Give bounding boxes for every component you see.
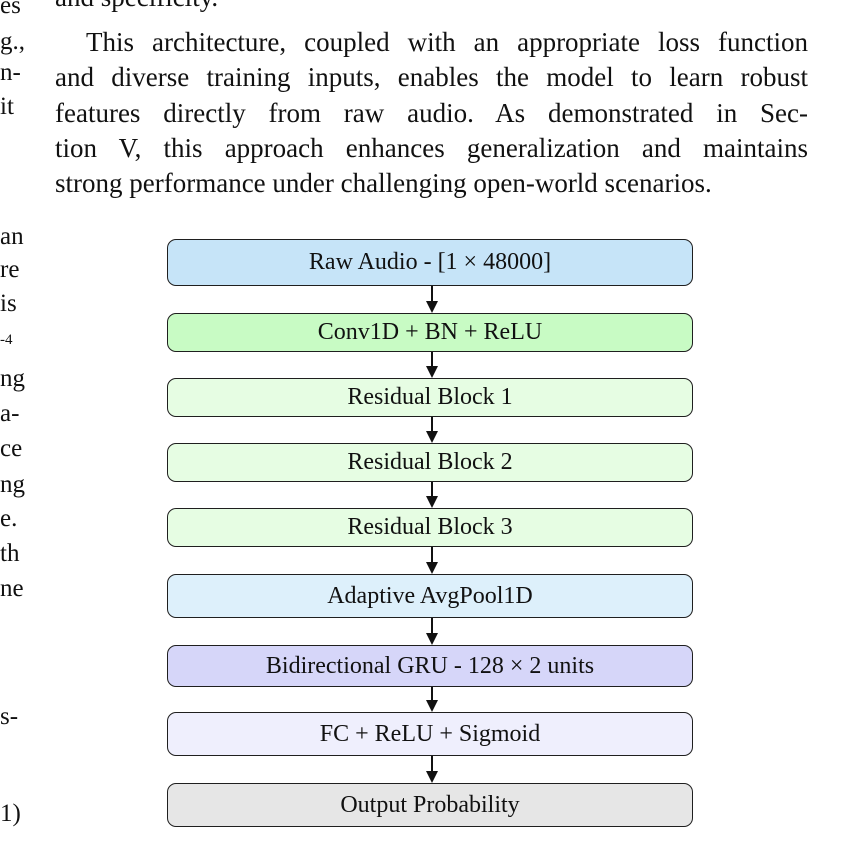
diagram-block-bigru: Bidirectional GRU - 128 × 2 units (167, 645, 693, 687)
diagram-block-raw-audio: Raw Audio - [1 × 48000] (167, 239, 693, 286)
diagram-block-avgpool: Adaptive AvgPool1D (167, 574, 693, 618)
left-column-fragment: es (0, 0, 21, 19)
diagram-block-residual-1: Residual Block 1 (167, 378, 693, 417)
left-column-fragment: g., (0, 28, 25, 55)
diagram-block-residual-2: Residual Block 2 (167, 443, 693, 482)
diagram-block-residual-3: Residual Block 3 (167, 508, 693, 547)
diagram-block-output: Output Probability (167, 783, 693, 827)
paragraph-line: This architecture, coupled with an appro… (86, 27, 808, 57)
left-column-fragment: ng (0, 471, 25, 498)
left-column-fragment: is (0, 290, 17, 317)
diagram-block-conv1d: Conv1D + BN + ReLU (167, 313, 693, 352)
left-column-fragment: n- (0, 59, 21, 86)
flow-arrow-icon (426, 547, 438, 574)
paragraph-line: features directly from raw audio. As dem… (55, 97, 808, 128)
paragraph-line: tion V, this approach enhances generaliz… (55, 132, 808, 163)
left-column-fragment: an (0, 223, 24, 250)
flow-arrow-icon (426, 482, 438, 508)
diagram-block-fc: FC + ReLU + Sigmoid (167, 712, 693, 756)
left-column-fragment: th (0, 540, 20, 567)
left-column-fragment: it (0, 93, 14, 120)
left-column-fragment: ne (0, 575, 24, 602)
left-column-fragment: a- (0, 400, 20, 427)
left-column-fragment: re (0, 256, 20, 283)
left-column-fragment: ng (0, 365, 25, 392)
left-column-fragment: 1) (0, 800, 21, 827)
flow-arrow-icon (426, 286, 438, 313)
paragraph-line: and diverse training inputs, enables the… (55, 62, 808, 93)
left-column-fragment: s- (0, 703, 19, 730)
left-column-fragment: -4 (0, 332, 13, 348)
left-column-fragment: ce (0, 435, 23, 462)
previous-paragraph-tail: and specificity. (55, 0, 808, 15)
body-paragraph: This architecture, coupled with an appro… (55, 25, 808, 201)
flow-arrow-icon (426, 352, 438, 378)
flow-arrow-icon (426, 618, 438, 645)
paragraph-line: strong performance under challenging ope… (55, 168, 712, 199)
flow-arrow-icon (426, 756, 438, 783)
left-column-fragment: e. (0, 505, 18, 532)
flow-arrow-icon (426, 417, 438, 443)
flow-arrow-icon (426, 687, 438, 712)
paragraph-line: and specificity. (55, 0, 808, 15)
